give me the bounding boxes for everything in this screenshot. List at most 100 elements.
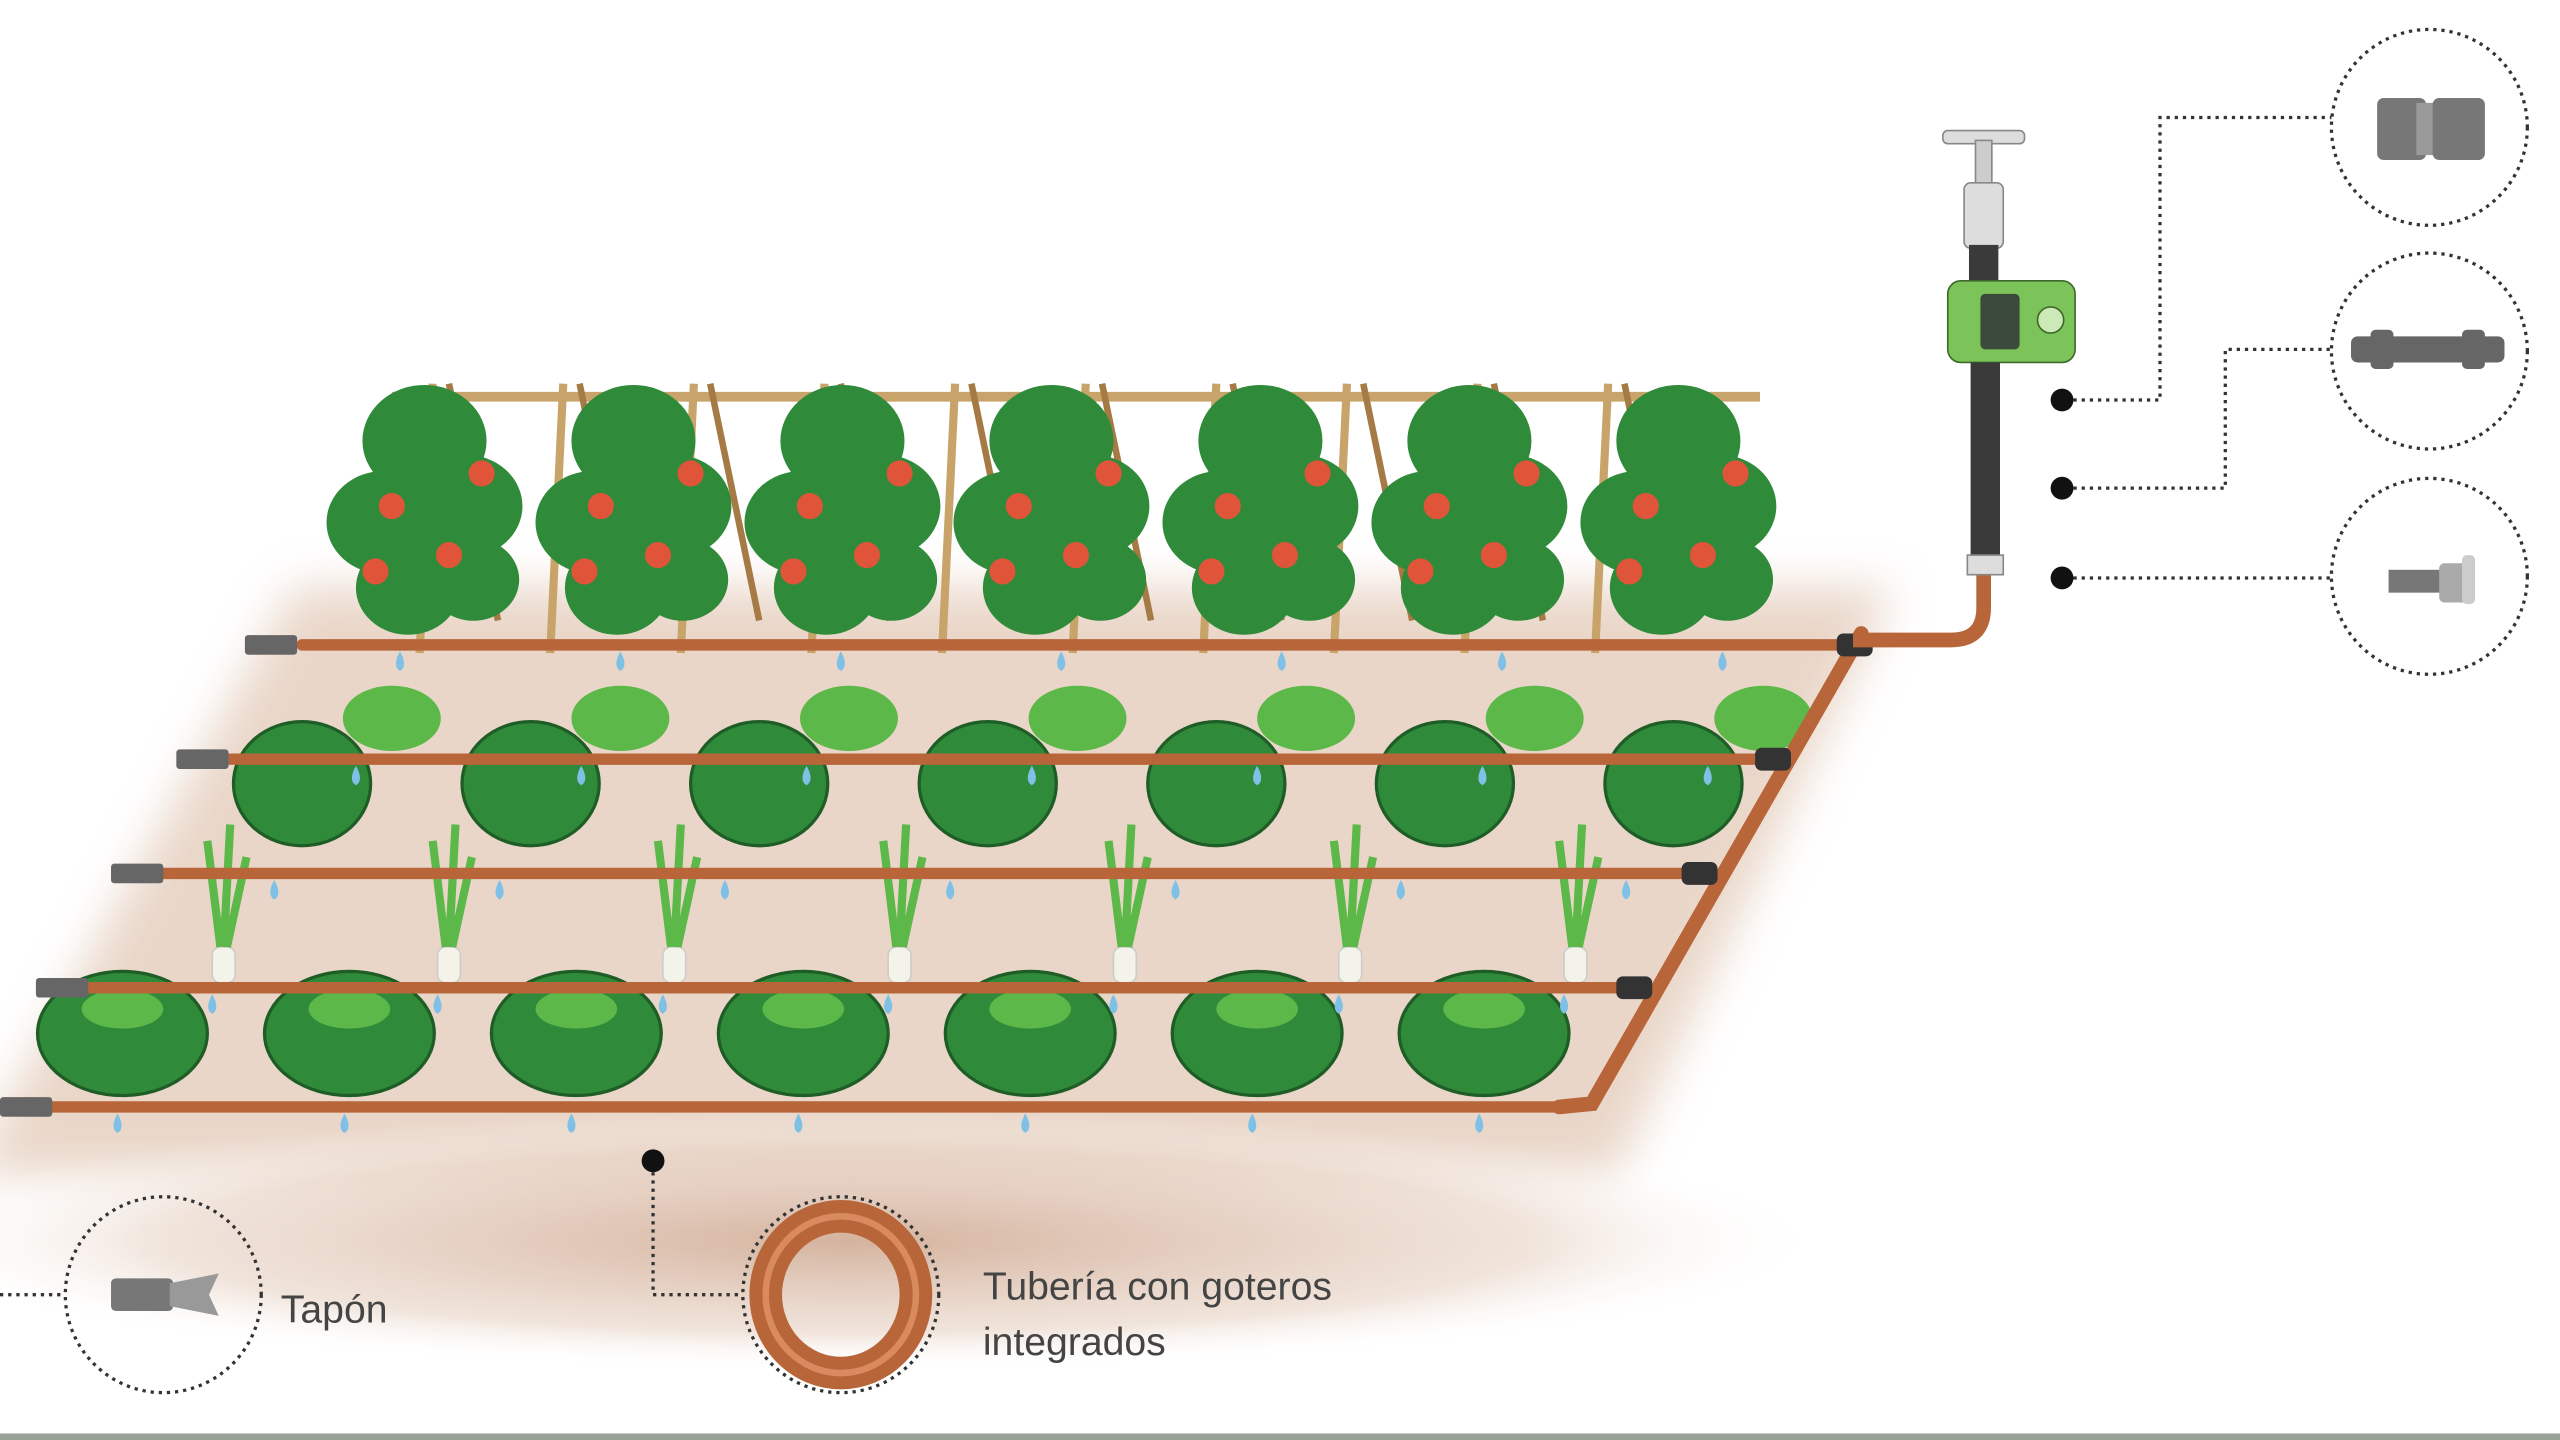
tomato-fruit bbox=[677, 460, 704, 487]
lettuce-heart bbox=[989, 989, 1072, 1029]
onion-bulb bbox=[887, 946, 912, 984]
tomato-foliage bbox=[1244, 454, 1359, 558]
tomato-fruit bbox=[571, 558, 598, 585]
lettuce bbox=[1397, 969, 1571, 1098]
drip-lines bbox=[10, 639, 1859, 1113]
cabbage bbox=[231, 720, 373, 848]
water-drop-icon bbox=[395, 651, 405, 672]
supply-pipe-to-tap bbox=[1853, 571, 1992, 648]
cabbage bbox=[917, 720, 1058, 848]
tee-connector bbox=[1681, 862, 1718, 885]
bottom-edge-bar bbox=[0, 1433, 2560, 1440]
tomato-fruit bbox=[468, 460, 495, 487]
joiner-icon bbox=[2351, 329, 2505, 369]
cabbage bbox=[1146, 720, 1287, 848]
water-drop-icon bbox=[1021, 1113, 1030, 1134]
tomato-fruit bbox=[780, 558, 807, 585]
lettuce bbox=[716, 969, 890, 1098]
water-drop-icon bbox=[1396, 880, 1405, 900]
water-drop-icon bbox=[1703, 765, 1712, 786]
tomato-plant bbox=[953, 384, 1150, 635]
end-cap bbox=[111, 863, 164, 884]
lettuce-heart bbox=[308, 989, 391, 1029]
tomato-foliage bbox=[826, 454, 941, 558]
water-drop-icon bbox=[1334, 994, 1343, 1014]
water-drop-icon bbox=[351, 765, 360, 786]
callout-connector bbox=[2329, 27, 2529, 227]
tomato-fruit bbox=[1095, 460, 1122, 487]
cabbage bbox=[460, 720, 601, 848]
water-drop-icon bbox=[113, 1113, 122, 1134]
tomato-fruit bbox=[1513, 460, 1540, 487]
tee-connectors bbox=[1616, 633, 1873, 1000]
lettuce-heart bbox=[535, 989, 618, 1029]
water-drop-icon bbox=[1248, 1113, 1257, 1134]
water-drop-icon bbox=[720, 880, 729, 900]
bottom-callouts bbox=[0, 1149, 941, 1395]
water-drop-icon bbox=[340, 1113, 349, 1134]
onion-bulb bbox=[1112, 946, 1138, 984]
tomato-fruit bbox=[435, 542, 463, 569]
callout-tap-adapter bbox=[2329, 476, 2529, 676]
connector-icon bbox=[2377, 97, 2485, 160]
tomato-fruit bbox=[362, 558, 389, 585]
herb bbox=[571, 685, 670, 752]
onion-bulb bbox=[1337, 946, 1363, 984]
lettuce-heart bbox=[1216, 989, 1298, 1029]
trellis-stake bbox=[937, 383, 960, 654]
tomato-fruit bbox=[1689, 542, 1716, 569]
plants bbox=[35, 384, 1813, 1098]
tomato-plant bbox=[535, 384, 732, 635]
water-drop-icon bbox=[577, 765, 586, 786]
tomato-plant bbox=[1162, 384, 1359, 635]
pipe-caps bbox=[0, 635, 298, 1117]
label-cap: Tapón bbox=[281, 1288, 388, 1331]
water-drop-icon bbox=[1718, 651, 1727, 672]
end-cap bbox=[35, 977, 89, 998]
water-drop-icon bbox=[1560, 994, 1569, 1014]
tomato-fruit bbox=[1214, 493, 1241, 520]
tomato-fruit bbox=[1407, 558, 1434, 585]
tomato-fruit bbox=[1632, 493, 1659, 520]
main-supply-pipe bbox=[1551, 626, 1869, 1115]
water-drop-icon bbox=[495, 880, 504, 900]
water-drop-icon bbox=[946, 880, 955, 900]
lettuce-heart bbox=[81, 989, 164, 1029]
water-drop-icon bbox=[433, 994, 442, 1014]
lettuce-heart bbox=[762, 989, 845, 1029]
herb bbox=[800, 685, 898, 752]
tomato-fruit bbox=[853, 542, 880, 569]
water-drop-icon bbox=[1475, 1113, 1484, 1134]
trellis-stake bbox=[707, 383, 763, 622]
end-cap bbox=[0, 1097, 53, 1117]
herb bbox=[1714, 685, 1813, 752]
cabbage bbox=[1374, 720, 1516, 848]
lettuce bbox=[35, 969, 209, 1098]
onion-bulb bbox=[662, 946, 687, 984]
water-drop-icon bbox=[802, 765, 811, 786]
water-drop-icon bbox=[836, 651, 845, 672]
callout-drip-pipe bbox=[741, 1195, 941, 1395]
lettuce-heart bbox=[1443, 989, 1525, 1029]
drip-pipe-coil-icon bbox=[749, 1200, 933, 1390]
water-drop-icon bbox=[1253, 765, 1262, 786]
water-drop-icon bbox=[884, 994, 893, 1014]
tap-adapter-icon bbox=[2388, 555, 2476, 605]
tomato-fruit bbox=[886, 460, 913, 487]
right-callouts bbox=[2050, 27, 2529, 676]
water-drop-icon bbox=[1057, 651, 1066, 672]
tomato-fruit bbox=[1722, 460, 1749, 487]
label-drip-pipe-line2: integrados bbox=[983, 1321, 1166, 1364]
herb bbox=[1257, 685, 1356, 752]
water-drop-icon bbox=[1622, 880, 1631, 900]
herb bbox=[1028, 685, 1127, 752]
tomato-plant bbox=[1371, 384, 1568, 635]
water-drop-icon bbox=[270, 880, 279, 900]
water-drop-icon bbox=[208, 994, 217, 1014]
tomato-foliage bbox=[1035, 454, 1150, 558]
tomato-foliage bbox=[408, 454, 523, 558]
lettuce bbox=[262, 969, 436, 1098]
water-drop-icon bbox=[1478, 765, 1487, 786]
water-drop-icon bbox=[616, 651, 625, 672]
tomato-plant bbox=[1580, 384, 1777, 635]
